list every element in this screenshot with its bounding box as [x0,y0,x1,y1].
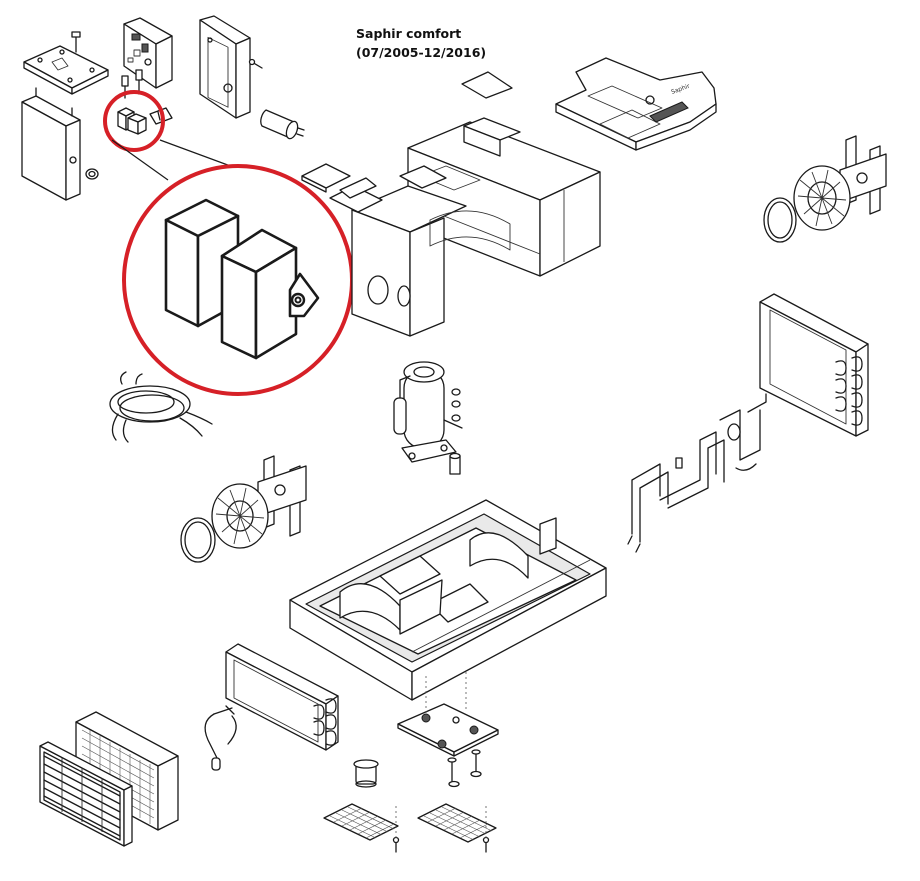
mesh-screen-right[interactable] [417,803,497,843]
blower-wheel[interactable] [793,165,851,231]
insulation-pad-2[interactable] [301,163,351,193]
fan-assembly-left[interactable] [211,455,307,549]
capacitor[interactable] [260,109,305,140]
base-plate[interactable] [397,672,499,757]
compressor-mounts[interactable] [449,388,461,475]
cable-grommet[interactable] [85,168,99,180]
condenser-coil[interactable] [225,643,339,751]
model-name: Saphir comfort [356,26,462,41]
evaporator-coil[interactable] [759,293,869,437]
screw[interactable] [71,31,81,53]
control-board[interactable] [123,17,173,89]
front-grille[interactable] [39,741,133,847]
callout-line-left [111,139,169,181]
mesh-screen-left[interactable] [323,803,399,841]
temperature-sensor[interactable] [204,705,237,771]
fan-ring-left[interactable] [180,517,216,563]
production-period: (07/2005-12/2016) [356,45,487,60]
screw-small[interactable] [248,58,263,69]
relay-callout [122,164,354,396]
fan-ring-right[interactable] [763,197,797,243]
side-panel[interactable] [199,15,251,119]
wiring-harness[interactable] [109,371,213,443]
base-tray[interactable] [289,499,607,701]
fan-assembly-right[interactable] [793,135,887,231]
mounting-plate[interactable] [23,45,109,95]
blower-wheel-left[interactable] [211,483,269,549]
relay-pair-small[interactable] [117,107,173,135]
electrical-cover[interactable] [21,87,81,201]
top-cover[interactable]: Saphir [555,57,717,151]
top-housing[interactable] [329,117,601,337]
screen-screws[interactable] [392,806,490,853]
mounting-screws[interactable] [447,749,482,788]
relay-right[interactable] [220,228,320,360]
small-highlight-ring [103,90,165,152]
insulation-pad[interactable] [461,71,513,99]
refrigerant-pipes[interactable] [627,393,767,553]
compressor[interactable] [393,361,463,463]
drain-spigot[interactable] [353,759,379,788]
diagram-title: Saphir comfort (07/2005-12/2016) [356,24,486,62]
